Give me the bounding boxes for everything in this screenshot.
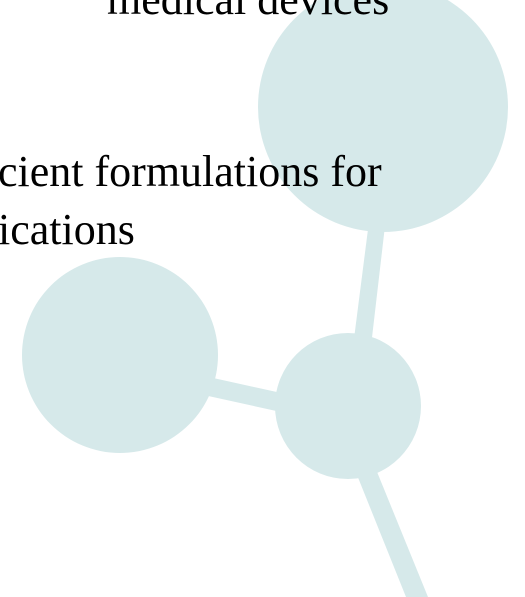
molecule-bond-left: [190, 374, 295, 414]
molecule-atom-left: [22, 257, 218, 453]
text-line-formulations: cient formulations for: [0, 147, 382, 196]
molecule-bond-lower: [355, 462, 428, 597]
molecule-atom-large: [258, 0, 508, 232]
molecule-bond-upper: [350, 198, 388, 372]
molecule-atom-center: [275, 333, 421, 479]
text-line-medical-devices: medical devices: [107, 0, 389, 22]
text-line-applications: ications: [0, 205, 135, 254]
